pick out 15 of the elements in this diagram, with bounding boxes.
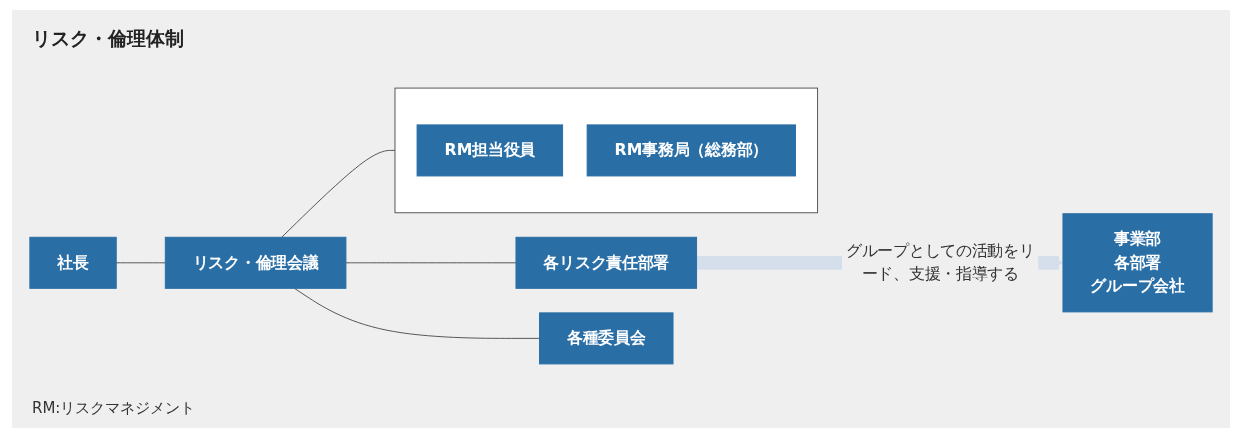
node-box: RM事務局（総務部） (586, 124, 796, 177)
connector (345, 262, 517, 264)
connector (281, 149, 396, 238)
node-box: リスク・倫理会議 (164, 236, 347, 289)
node-box: 各種委員会 (539, 312, 674, 365)
connector (293, 287, 540, 339)
node-box: 事業部 各部署 グループ会社 (1062, 213, 1213, 313)
cluster (394, 87, 819, 214)
node-box: 社長 (29, 236, 117, 289)
node-box: RM担当役員 (416, 124, 564, 177)
connector (115, 262, 166, 264)
note: RM:リスクマネジメント (32, 399, 196, 418)
node-box: 各リスク責任部署 (515, 236, 698, 289)
diagram-title: リスク・倫理体制 (32, 26, 184, 51)
edge-label: グループとしての活動をリード、支援・指導する (846, 241, 1035, 284)
